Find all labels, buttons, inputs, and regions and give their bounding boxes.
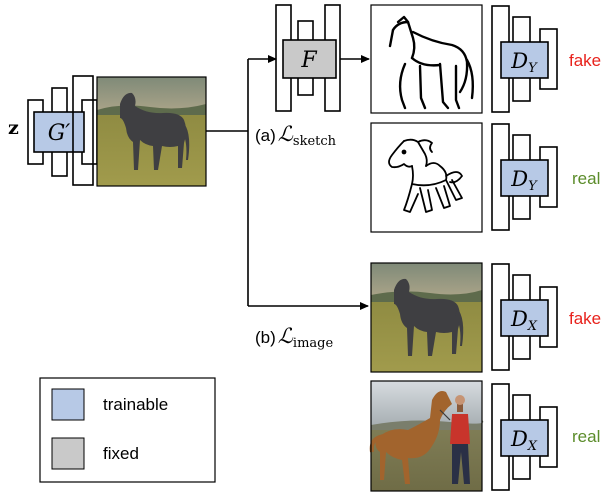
sketch-network-symbol: F [300,48,317,73]
legend-fixed-label: fixed [103,444,139,463]
svg-text:DX: DX [510,307,538,334]
discriminator-box [500,419,549,457]
generator-network: G′ [27,87,98,177]
generator-output-layer [72,75,94,186]
image-real-label: real [572,427,600,446]
discriminator-box [500,299,549,337]
sketch-real-label: real [572,169,600,188]
discriminator-y-fake: DY [491,5,558,113]
loss-image-prefix: (b) [255,328,276,347]
discriminator-subscript: Y [528,179,538,194]
discriminator-subscript: Y [528,61,538,76]
discriminator-subscript: X [527,439,538,454]
discriminator-box [500,41,549,79]
sketch-horse-icon [388,138,463,213]
svg-text:(b)ℒimage: (b)ℒimage [255,324,333,351]
fake-horse-photo [370,262,483,373]
loss-image-symbol: ℒ [278,324,294,348]
real-horse-photo [369,380,484,492]
legend-trainable-label: trainable [103,395,168,414]
discriminator-symbol: D [510,167,528,191]
discriminator-symbol: D [510,307,528,331]
image-fake-label: fake [569,309,601,328]
z-input-label: z [8,117,19,139]
sketch-network: F [275,4,341,112]
svg-text:DX: DX [510,427,538,454]
discriminator-subscript: X [527,319,538,334]
legend-fixed-swatch [51,437,85,470]
discriminator-symbol: D [510,49,528,73]
loss-image-label: (b)ℒimage [255,324,333,351]
sketch-network-box [282,39,337,79]
generated-sketch-image [370,4,483,114]
flow-connectors [206,55,370,310]
loss-sketch-prefix: (a) [255,126,276,145]
svg-text:DY: DY [510,49,538,76]
loss-sketch-symbol: ℒ [278,122,294,146]
horse-icon [394,278,464,356]
svg-text:DY: DY [510,167,538,194]
svg-text:G′: G′ [48,121,71,146]
discriminator-y-real: DY [491,123,558,231]
photo-horse-rider-icon [369,391,470,484]
sketch-fake-label: fake [569,51,601,70]
discriminator-box [500,159,549,197]
generator-symbol: G [48,121,66,146]
discriminator-x-real: DX [491,383,558,491]
loss-sketch-subscript: sketch [293,134,337,149]
loss-sketch-label: (a)ℒsketch [255,122,337,149]
real-sketch-image [370,122,483,233]
generator-prime: ′ [65,121,70,146]
legend-trainable-swatch [51,388,85,421]
sketch-horse-icon [388,15,475,110]
loss-image-subscript: image [293,336,334,351]
discriminator-symbol: D [510,427,528,451]
generator-box [33,111,85,153]
horse-icon [120,92,190,170]
svg-text:(a)ℒsketch: (a)ℒsketch [255,122,337,149]
legend: trainable fixed [39,377,216,483]
discriminator-x-fake: DX [491,263,558,371]
generated-horse-image [96,76,207,187]
